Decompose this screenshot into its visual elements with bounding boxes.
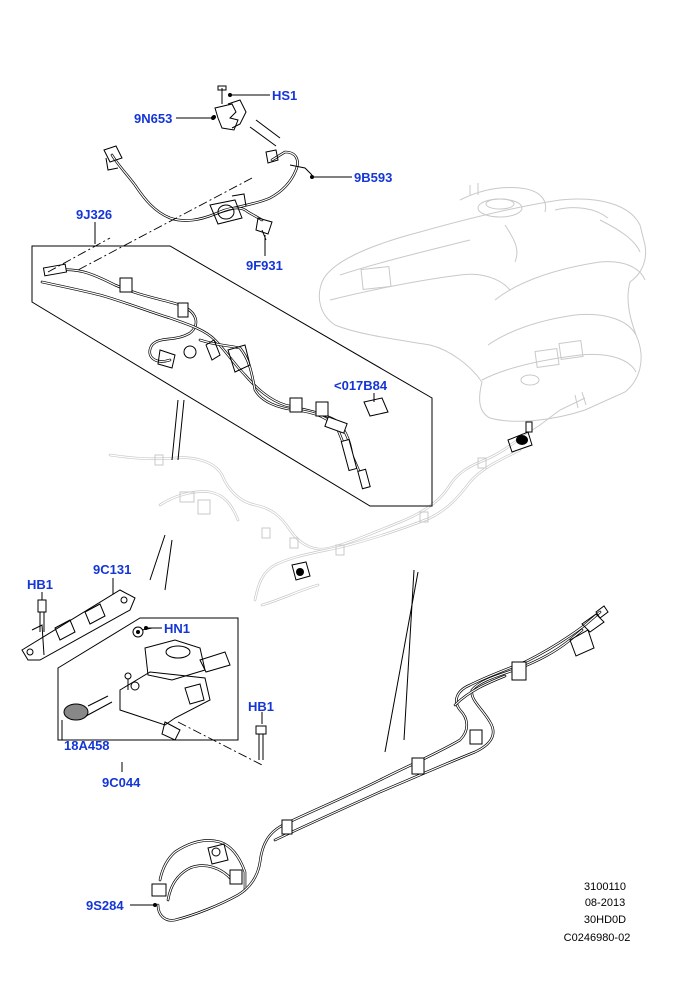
clip-9f931: [255, 217, 273, 241]
callout-dash-bolt: [177, 721, 263, 766]
callout-line-f: [164, 539, 173, 591]
callout-line-b: [255, 119, 281, 139]
label-9n653: 9N653: [134, 111, 172, 126]
label-leaders: [41, 93, 375, 907]
info-line-1: 3100110: [584, 881, 626, 893]
label-9f931: 9F931: [246, 258, 283, 273]
callout-line-e: [149, 534, 166, 581]
info-line-4: C0246980-02: [564, 932, 631, 944]
callout-line-d: [177, 399, 185, 461]
label-017b84: <017B84: [334, 378, 388, 393]
label-9c044: 9C044: [102, 775, 141, 790]
label-hs1: HS1: [272, 88, 297, 103]
info-line-3: 30HD0D: [584, 914, 626, 926]
label-9c131: 9C131: [93, 562, 131, 577]
label-hb1-top: HB1: [27, 577, 53, 592]
callout-line-g: [384, 571, 419, 753]
label-hn1: HN1: [164, 621, 190, 636]
callout-line-a: [249, 126, 277, 147]
fuel-tank-ghost: [318, 183, 647, 422]
callout-line-c: [171, 399, 179, 461]
hose-assembly-9b593: [103, 145, 313, 225]
ghost-fuel-pipes: [108, 397, 586, 607]
panel-9c044: [57, 617, 239, 741]
label-9b593: 9B593: [354, 170, 392, 185]
fuel-pipe-9s284: [151, 605, 609, 922]
callout-dash-panel: [47, 237, 111, 273]
cap-18a458: [63, 695, 113, 721]
label-hb1-bottom: HB1: [248, 699, 274, 714]
label-9j326: 9J326: [76, 207, 112, 222]
bolt-hb1-bottom: [255, 725, 267, 760]
label-9s284: 9S284: [86, 898, 124, 913]
callout-line-h: [403, 569, 415, 741]
ghost-pipe-fittings: [291, 421, 533, 581]
panel-9j326: [31, 245, 433, 507]
info-line-2: 08-2013: [585, 897, 625, 909]
callout-dash-top: [77, 177, 253, 271]
bolt-hb1-top: [37, 599, 47, 632]
label-18a458: 18A458: [64, 738, 110, 753]
bracket-hs1-group: [212, 85, 247, 131]
bracket-9c131: [21, 589, 136, 661]
